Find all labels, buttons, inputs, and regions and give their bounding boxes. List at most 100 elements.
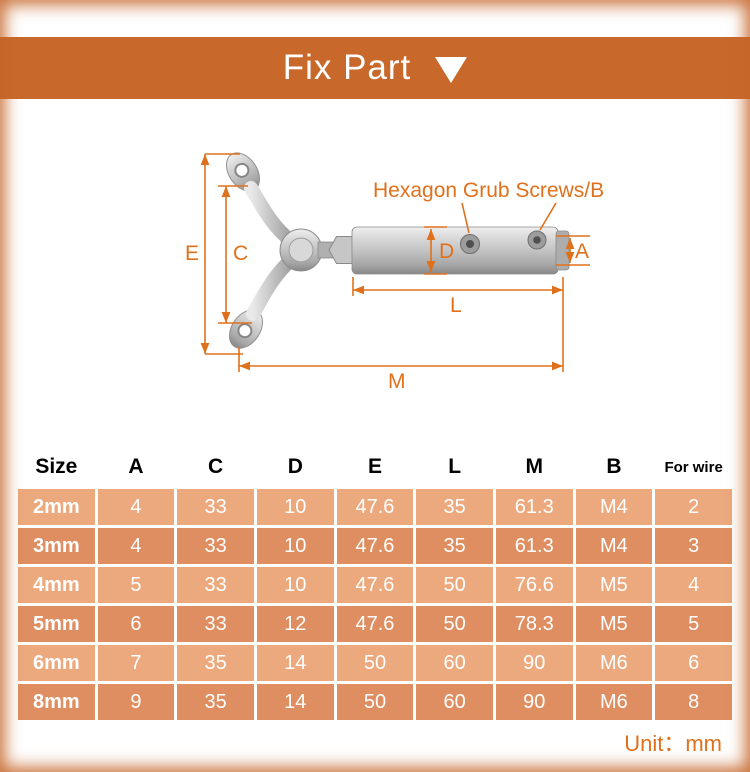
unit-label: Unit：mm — [624, 731, 722, 756]
cell-m: 78.3 — [492, 603, 576, 645]
cell-c: 33 — [174, 486, 257, 528]
dim-label-c: C — [233, 242, 248, 265]
column-header-e: E — [333, 445, 417, 489]
cell-c: 33 — [174, 564, 257, 606]
cylinder-end — [555, 230, 570, 271]
column-header-a: A — [94, 445, 178, 489]
dim-label-m: M — [388, 370, 406, 393]
mount-hole-bottom — [237, 323, 253, 339]
dim-m: M — [238, 296, 564, 393]
hex-nut — [328, 236, 360, 264]
cell-a: 4 — [94, 525, 178, 567]
cell-l: 60 — [413, 681, 496, 723]
cell-e: 47.6 — [333, 486, 417, 528]
cell-b: M6 — [572, 681, 656, 723]
cell-d: 14 — [253, 642, 337, 684]
mount-hole-top — [234, 162, 250, 178]
cell-d: 10 — [253, 564, 337, 606]
row-size-cell: 8mm — [15, 681, 98, 723]
fix-part-illustration — [225, 152, 570, 349]
cell-b: M5 — [572, 564, 656, 606]
callout-leaders — [461, 202, 557, 234]
callout-label: Hexagon Grub Screws/B — [373, 179, 604, 202]
cell-a: 5 — [94, 564, 178, 606]
dim-label-a: A — [575, 240, 589, 263]
cell-for-wire: 8 — [652, 681, 735, 723]
column-header-for-wire: For wire — [652, 445, 735, 489]
cell-b: M4 — [572, 525, 656, 567]
dim-l: L — [352, 277, 564, 317]
cell-m: 90 — [492, 642, 576, 684]
dim-a: A — [556, 235, 590, 266]
column-header-l: L — [413, 445, 496, 489]
row-size-cell: 3mm — [15, 525, 98, 567]
dim-label-l: L — [450, 294, 462, 317]
dim-c: C — [218, 185, 252, 324]
cell-d: 10 — [253, 525, 337, 567]
cell-l: 60 — [413, 642, 496, 684]
cell-e: 47.6 — [333, 603, 417, 645]
grub-screw-1 — [460, 234, 480, 254]
cell-for-wire: 3 — [652, 525, 735, 567]
cell-b: M5 — [572, 603, 656, 645]
cell-e: 47.6 — [333, 564, 417, 606]
cell-c: 33 — [174, 603, 257, 645]
banner: Fix Part — [0, 37, 750, 99]
column-header-c: C — [174, 445, 257, 489]
dim-label-d: D — [439, 240, 454, 263]
cell-d: 14 — [253, 681, 337, 723]
cell-m: 61.3 — [492, 486, 576, 528]
bottom-wing-arm — [246, 253, 298, 321]
cell-e: 50 — [333, 642, 417, 684]
product-diagram: Hexagon Grub Screws/B E C D — [185, 152, 604, 393]
cell-l: 50 — [413, 603, 496, 645]
grub-screw-2 — [527, 230, 547, 250]
cell-c: 33 — [174, 525, 257, 567]
row-size-cell: 2mm — [15, 486, 98, 528]
dim-e: E — [185, 153, 243, 355]
cell-d: 12 — [253, 603, 337, 645]
cell-a: 6 — [94, 603, 178, 645]
row-size-cell: 5mm — [15, 603, 98, 645]
cell-for-wire: 2 — [652, 486, 735, 528]
page-title: Fix Part — [282, 48, 412, 87]
cell-m: 90 — [492, 681, 576, 723]
cell-l: 35 — [413, 486, 496, 528]
cell-e: 47.6 — [333, 525, 417, 567]
triangle-down-icon — [435, 57, 468, 83]
row-size-cell: 6mm — [15, 642, 98, 684]
dim-d: D — [424, 226, 454, 275]
cell-a: 4 — [94, 486, 178, 528]
cell-for-wire: 4 — [652, 564, 735, 606]
cell-e: 50 — [333, 681, 417, 723]
column-header-d: D — [253, 445, 337, 489]
row-size-cell: 4mm — [15, 564, 98, 606]
cell-a: 7 — [94, 642, 178, 684]
pivot-cap — [288, 237, 314, 263]
column-header-b: B — [572, 445, 656, 489]
cell-l: 35 — [413, 525, 496, 567]
cell-a: 9 — [94, 681, 178, 723]
cell-m: 76.6 — [492, 564, 576, 606]
dim-label-e: E — [185, 242, 199, 265]
cell-l: 50 — [413, 564, 496, 606]
cell-m: 61.3 — [492, 525, 576, 567]
cell-d: 10 — [253, 486, 337, 528]
cell-c: 35 — [174, 681, 257, 723]
column-header-m: M — [492, 445, 576, 489]
cell-for-wire: 5 — [652, 603, 735, 645]
cell-b: M6 — [572, 642, 656, 684]
cell-b: M4 — [572, 486, 656, 528]
column-header-size: Size — [15, 445, 98, 489]
cell-for-wire: 6 — [652, 642, 735, 684]
cylinder-body — [351, 226, 559, 275]
